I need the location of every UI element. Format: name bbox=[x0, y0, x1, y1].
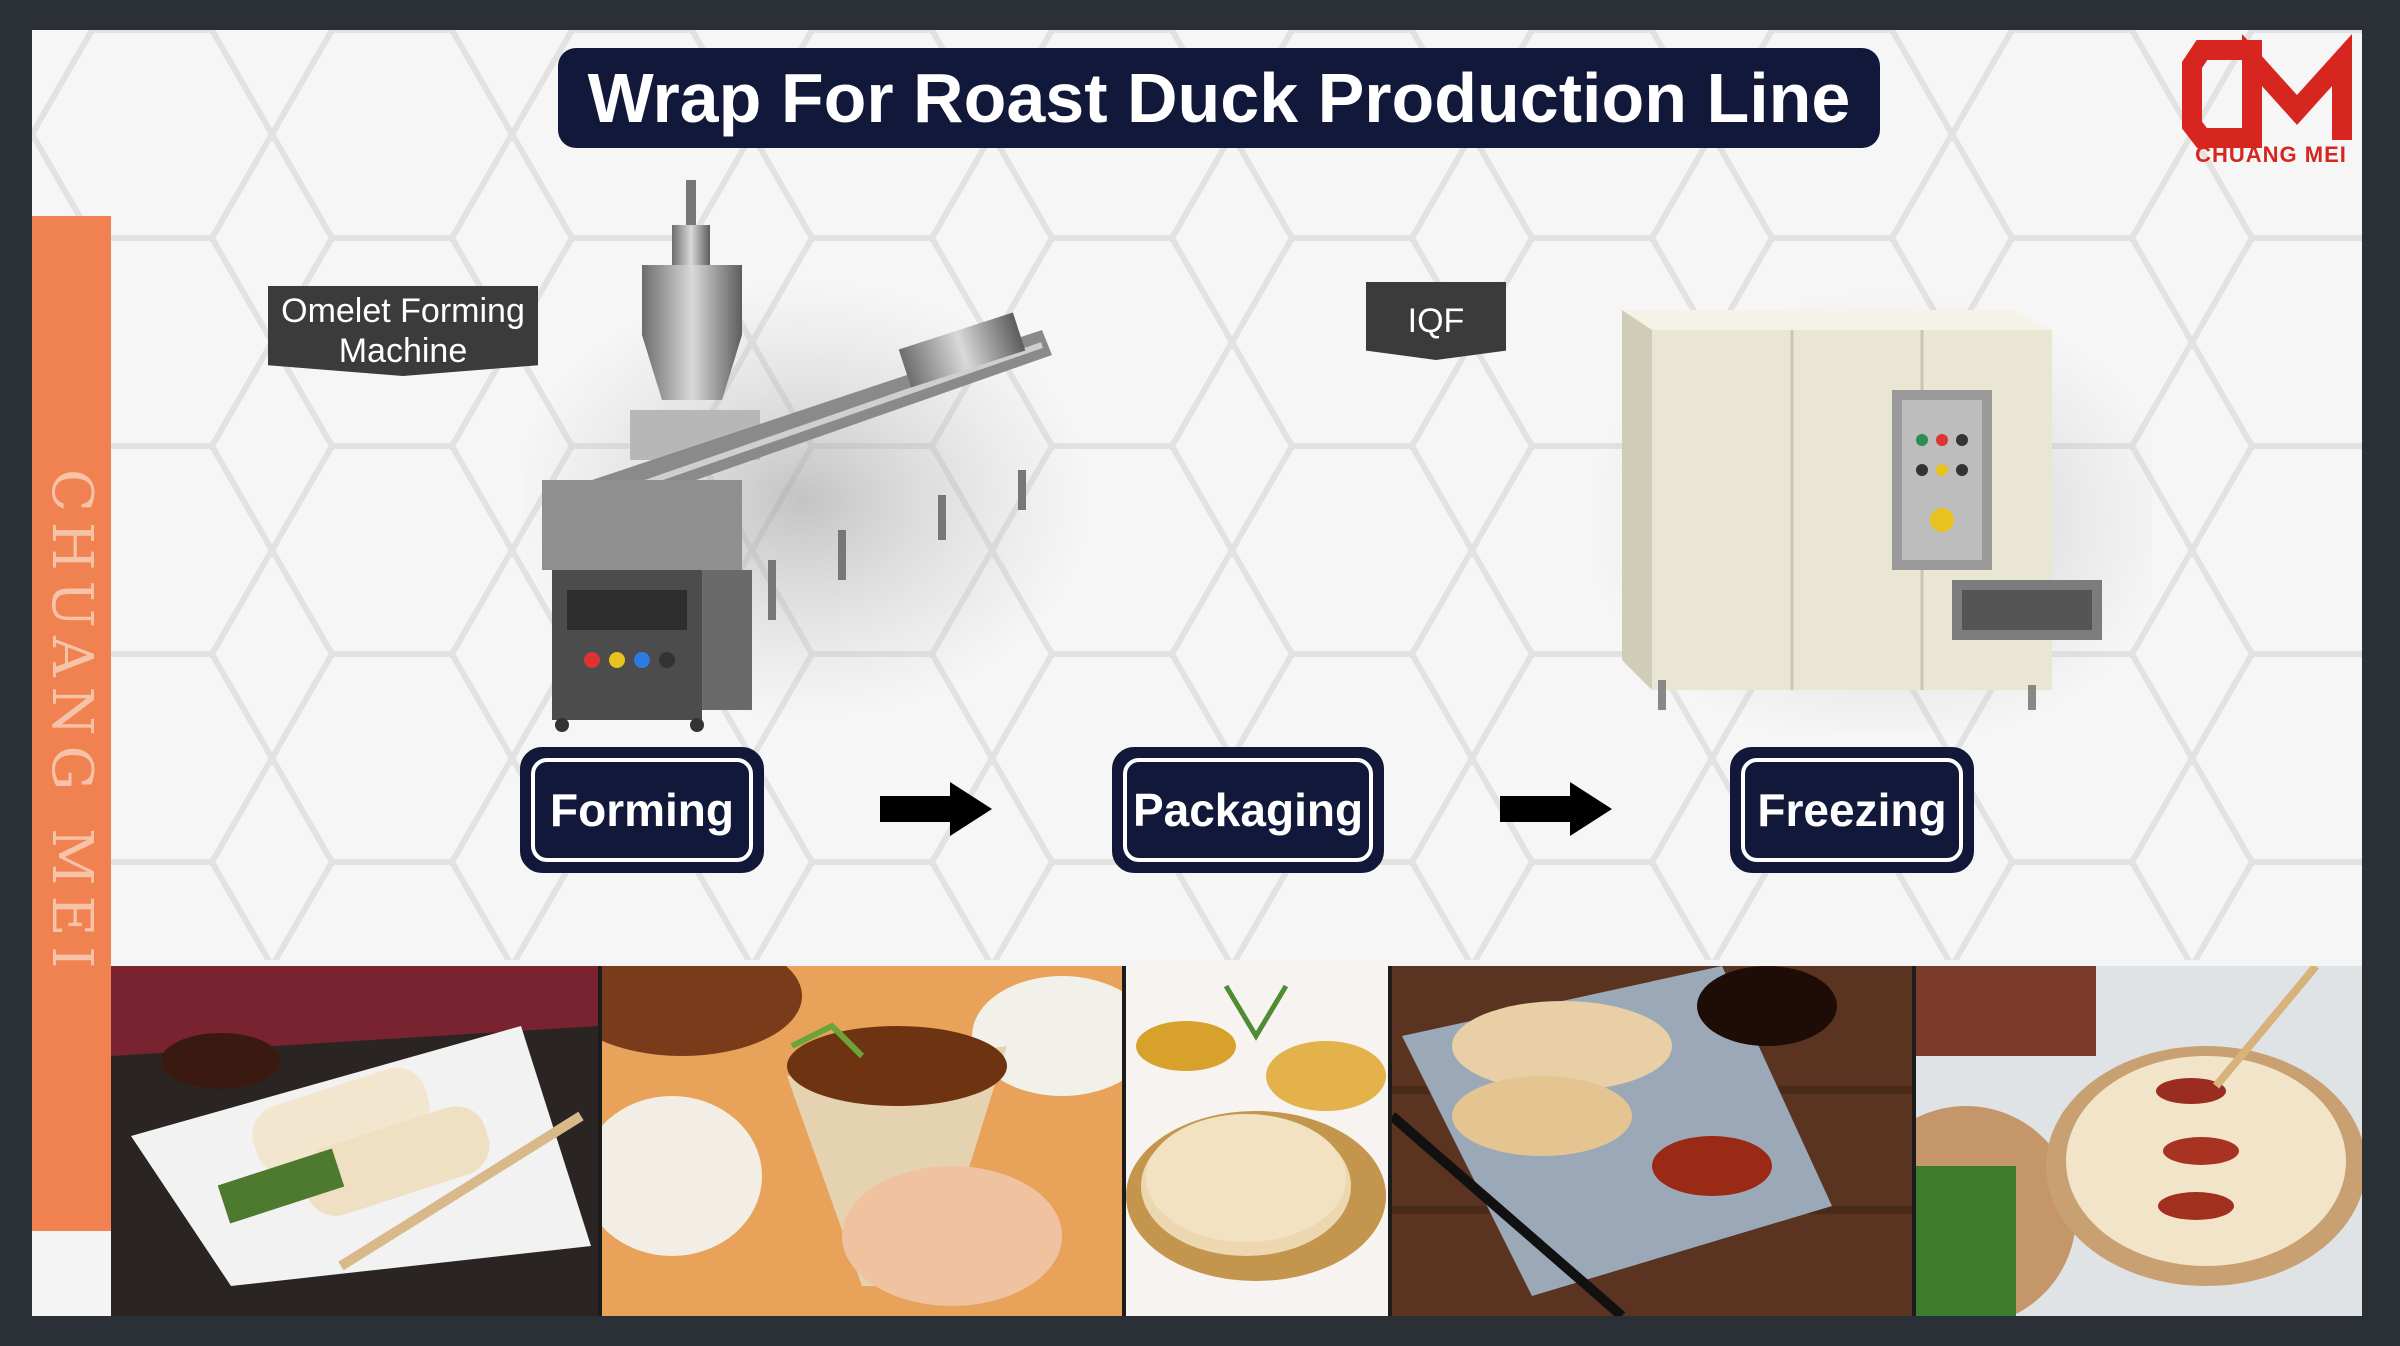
step-packaging: Packaging bbox=[1112, 747, 1384, 873]
logo-text: CHUANG MEI bbox=[2195, 142, 2347, 167]
step-packaging-label: Packaging bbox=[1123, 758, 1373, 862]
photo-wraps-on-board bbox=[1392, 966, 1912, 1316]
arrow-right-icon bbox=[1500, 782, 1612, 836]
iqf-freezer-image bbox=[1592, 290, 2152, 730]
side-brand-text: CHUANG MEI bbox=[39, 468, 104, 979]
step-forming: Forming bbox=[520, 747, 764, 873]
step-freezing: Freezing bbox=[1730, 747, 1974, 873]
step-freezing-label: Freezing bbox=[1741, 758, 1963, 862]
chuang-mei-logo-icon bbox=[2182, 33, 2352, 148]
food-photo-strip bbox=[111, 966, 2362, 1316]
arrow-right-icon bbox=[880, 782, 992, 836]
side-accent-band bbox=[32, 216, 111, 1231]
slide: CHUANG MEI Wrap For Roast Duck Productio… bbox=[32, 30, 2362, 1316]
photo-duck-wraps-plate bbox=[111, 966, 598, 1316]
photo-pancake-stack bbox=[1126, 966, 1388, 1316]
iqf-tag: IQF bbox=[1366, 282, 1506, 360]
page-title: Wrap For Roast Duck Production Line bbox=[558, 48, 1880, 148]
omelet-forming-machine-tag: Omelet Forming Machine bbox=[268, 286, 538, 376]
step-forming-label: Forming bbox=[531, 758, 753, 862]
photo-chopsticks-duck-pancake bbox=[1916, 966, 2362, 1316]
omelet-forming-machine-image bbox=[522, 180, 1082, 732]
photo-hand-holding-wrap bbox=[602, 966, 1122, 1316]
